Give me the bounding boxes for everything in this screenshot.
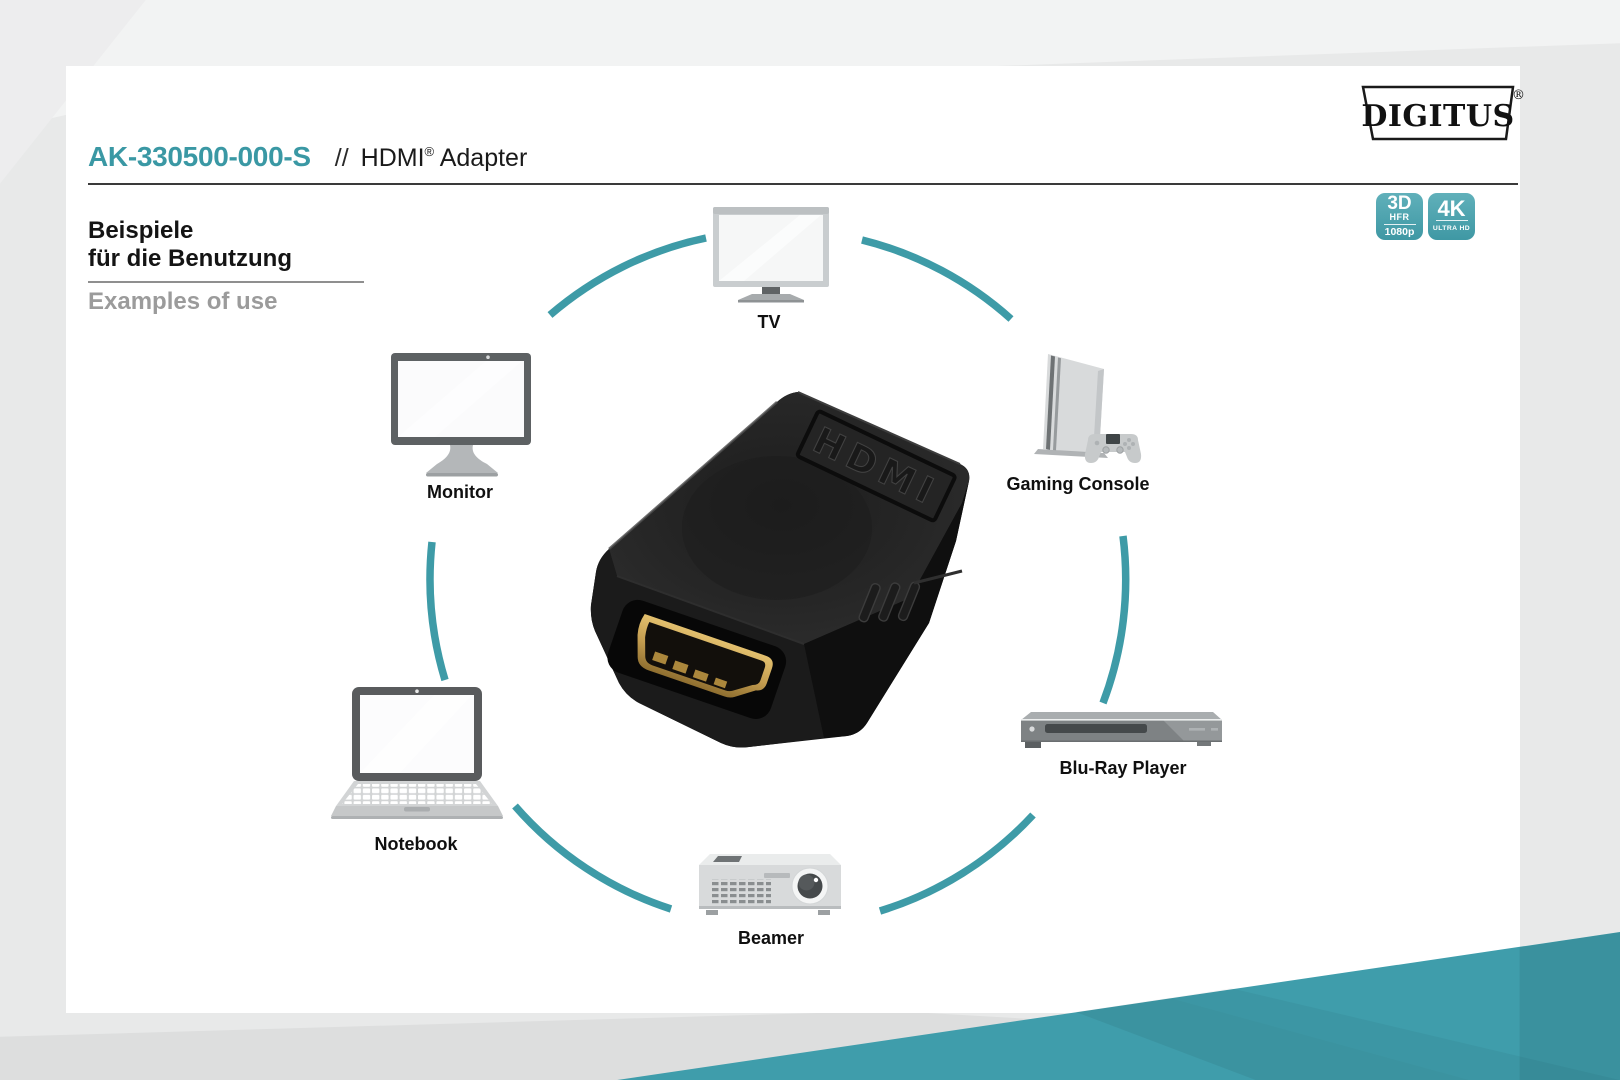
feature-badges: 3D HFR 1080p 4K ULTRA HD	[1376, 193, 1475, 240]
tv-icon	[713, 207, 829, 303]
device-label-tv: TV	[757, 312, 781, 332]
section-heading-de: Beispiele für die Benutzung	[88, 217, 292, 272]
logo-registered-mark: ®	[1512, 88, 1524, 103]
badge-4k-ultra-hd: 4K ULTRA HD	[1428, 193, 1475, 240]
digitus-logo: DIGITUS ®	[1361, 85, 1524, 141]
device-label-beamer: Beamer	[737, 928, 805, 948]
product-name: HDMI® Adapter	[360, 144, 528, 172]
hdmi-adapter-product-image: HDMI	[590, 391, 970, 748]
registered-mark: ®	[424, 144, 435, 159]
page-header: AK-330500-000-S // HDMI® Adapter	[88, 141, 527, 173]
monitor-icon	[391, 353, 531, 477]
blu-ray-player-icon	[1021, 712, 1222, 748]
notebook-icon	[331, 687, 503, 819]
section-rule	[88, 281, 364, 283]
device-label-monitor: Monitor	[427, 482, 493, 502]
device-label-notebook: Notebook	[374, 834, 458, 854]
header-rule	[88, 183, 1518, 185]
product-code: AK-330500-000-S	[88, 141, 311, 172]
badge-divider	[1383, 223, 1416, 226]
side-ridges	[858, 581, 921, 623]
hdmi-female-port	[607, 599, 787, 720]
device-label-blu-ray-player: Blu-Ray Player	[1059, 758, 1187, 778]
beamer-icon	[699, 854, 841, 915]
badge-3d-hfr-1080p: 3D HFR 1080p	[1376, 193, 1423, 240]
section-heading-en: Examples of use	[88, 288, 278, 315]
header-separator: //	[334, 144, 349, 172]
device-label-gaming-console: Gaming Console	[1006, 474, 1150, 494]
gaming-console-icon	[1034, 354, 1142, 463]
svg-text:DIGITUS: DIGITUS	[1361, 99, 1514, 134]
badge-divider	[1435, 219, 1468, 222]
